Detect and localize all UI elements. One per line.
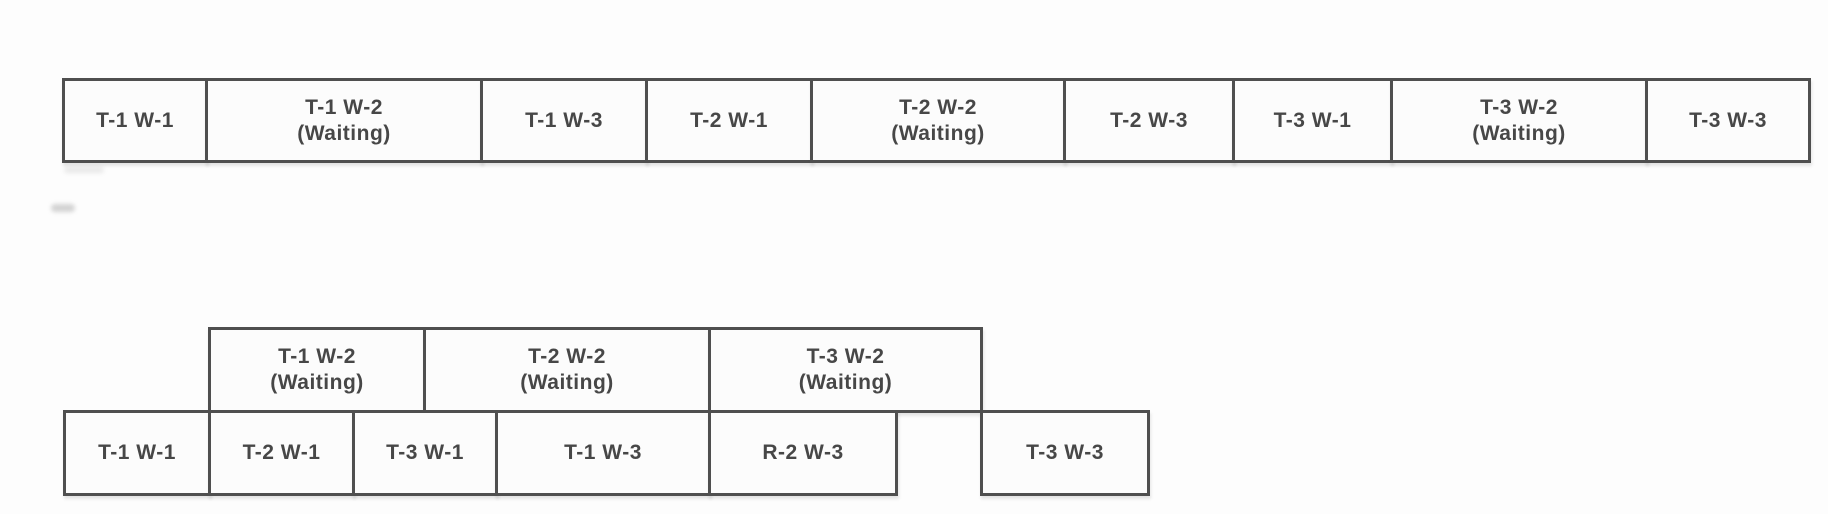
task-box: T-3 W-1 [352, 410, 498, 496]
task-label: T-2 W-1 [242, 441, 321, 464]
smudge-artifact [64, 167, 104, 173]
task-label: T-3 W-1 [386, 441, 464, 464]
task-label: T-3 W-2 [806, 345, 885, 368]
task-box: T-3 W-1 [1232, 78, 1393, 163]
task-box: T-1 W-1 [62, 78, 208, 163]
task-box: T-1 W-3 [495, 410, 711, 496]
task-label: R-2 W-3 [762, 441, 844, 464]
task-label: T-2 W-1 [690, 108, 768, 132]
task-waiting-label: (Waiting) [520, 371, 614, 394]
task-box: T-2 W-1 [208, 410, 355, 496]
task-box: T-1 W-1 [63, 410, 211, 496]
task-box: T-2 W-1 [645, 78, 813, 163]
task-box: T-3 W-3 [980, 410, 1150, 496]
task-label: T-1 W-1 [98, 441, 176, 464]
task-box: T-2 W-2 (Waiting) [423, 327, 711, 413]
task-waiting-label: (Waiting) [270, 371, 364, 394]
task-box: T-2 W-2(Waiting) [810, 78, 1066, 163]
task-label: T-3 W-3 [1689, 108, 1767, 132]
task-waiting-label: (Waiting) [297, 121, 391, 145]
task-box: T-3 W-3 [1645, 78, 1811, 163]
task-box: T-3 W-2 (Waiting) [708, 327, 983, 413]
smudge-artifact [51, 204, 75, 212]
task-waiting-label: (Waiting) [891, 121, 985, 145]
task-label: T-2 W-3 [1110, 108, 1188, 132]
task-label: T-1 W-2 [278, 345, 356, 368]
task-box: T-1 W-2(Waiting) [205, 78, 483, 163]
task-label: T-1 W-2 [305, 95, 383, 119]
task-label: T-1 W-1 [96, 108, 174, 132]
task-waiting-label: (Waiting) [1472, 121, 1566, 145]
task-box: T-1 W-2 (Waiting) [208, 327, 426, 413]
task-label: T-3 W-3 [1026, 441, 1104, 464]
task-box: T-1 W-3 [480, 78, 648, 163]
task-box: T-2 W-3 [1063, 78, 1235, 163]
task-label: T-3 W-2 [1480, 95, 1558, 119]
task-box: T-3 W-2(Waiting) [1390, 78, 1648, 163]
task-label: T-2 W-2 [899, 95, 977, 119]
task-waiting-label: (Waiting) [798, 371, 893, 394]
task-box: R-2 W-3 [708, 410, 898, 496]
task-label: T-1 W-3 [564, 441, 642, 464]
task-label: T-3 W-1 [1273, 108, 1352, 132]
task-label: T-1 W-3 [525, 108, 603, 132]
task-label: T-2 W-2 [528, 345, 606, 368]
